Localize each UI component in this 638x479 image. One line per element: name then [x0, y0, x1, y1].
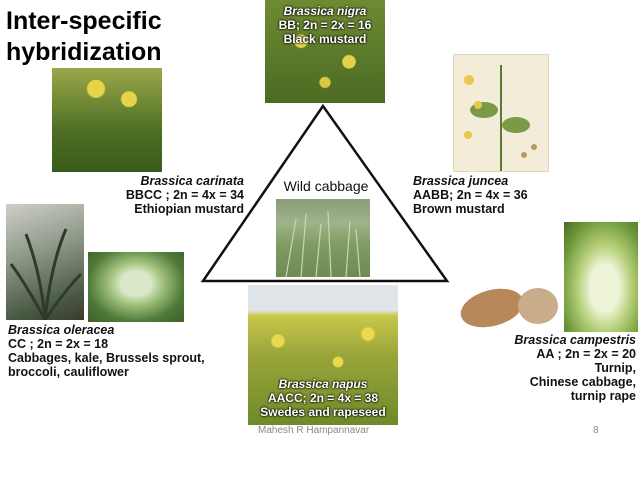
carinata-name: Brassica carinata — [140, 174, 244, 188]
juncea-genome: AABB; 2n = 4x = 36 — [413, 188, 528, 202]
nigra-common: Black mustard — [283, 32, 367, 46]
campestris-name: Brassica campestris — [514, 333, 636, 347]
carinata-common: Ethiopian mustard — [134, 202, 244, 216]
wild-cabbage-photo — [276, 199, 370, 277]
footer-author: Mahesh R Hampannavar — [258, 425, 370, 436]
campestris-common-line-1: Turnip, — [594, 361, 636, 375]
oleracea-genome: CC ; 2n = 2x = 18 — [8, 337, 109, 351]
oleracea-label: Brassica oleracea CC ; 2n = 2x = 18 Cabb… — [8, 323, 268, 379]
juncea-name: Brassica juncea — [413, 174, 509, 188]
triangle-outline — [200, 103, 450, 283]
carinata-photo — [52, 68, 162, 172]
nigra-name: Brassica nigra — [283, 4, 367, 18]
center-label: Wild cabbage — [283, 178, 369, 194]
napus-name: Brassica napus — [278, 377, 368, 391]
juncea-label: Brassica juncea AABB; 2n = 4x = 36 Brown… — [413, 174, 583, 216]
napus-photo: Brassica napus AACC; 2n = 4x = 38 Swedes… — [248, 285, 398, 425]
napus-common: Swedes and rapeseed — [260, 405, 386, 419]
oleracea-common-line-2: broccoli, cauliflower — [8, 365, 129, 379]
juncea-common: Brown mustard — [413, 202, 505, 216]
title-line-1: Inter-specific — [6, 7, 162, 35]
slide-title: Inter-specific hybridization — [6, 6, 162, 68]
campestris-photo-chinese-cabbage — [564, 222, 638, 332]
juncea-illustration — [453, 54, 549, 172]
campestris-genome: AA ; 2n = 2x = 20 — [536, 347, 636, 361]
oleracea-photo-kale — [6, 204, 84, 320]
oleracea-photo-cabbage — [88, 252, 184, 322]
oleracea-name: Brassica oleracea — [8, 323, 115, 337]
campestris-label: Brassica campestris AA ; 2n = 2x = 20 Tu… — [468, 333, 636, 403]
carinata-label: Brassica carinata BBCC ; 2n = 4x = 34 Et… — [116, 174, 244, 216]
title-line-2: hybridization — [6, 38, 162, 66]
campestris-photo-turnip — [456, 282, 562, 332]
campestris-common-line-3: turnip rape — [570, 389, 636, 403]
oleracea-common-line-1: Cabbages, kale, Brussels sprout, — [8, 351, 205, 365]
campestris-common-line-2: Chinese cabbage, — [529, 375, 636, 389]
carinata-genome: BBCC ; 2n = 4x = 34 — [125, 188, 244, 202]
napus-genome: AACC; 2n = 4x = 38 — [267, 391, 379, 405]
nigra-photo: Brassica nigra BB; 2n = 2x = 16 Black mu… — [265, 0, 385, 103]
nigra-genome: BB; 2n = 2x = 16 — [278, 18, 372, 32]
page-number: 8 — [593, 425, 599, 436]
